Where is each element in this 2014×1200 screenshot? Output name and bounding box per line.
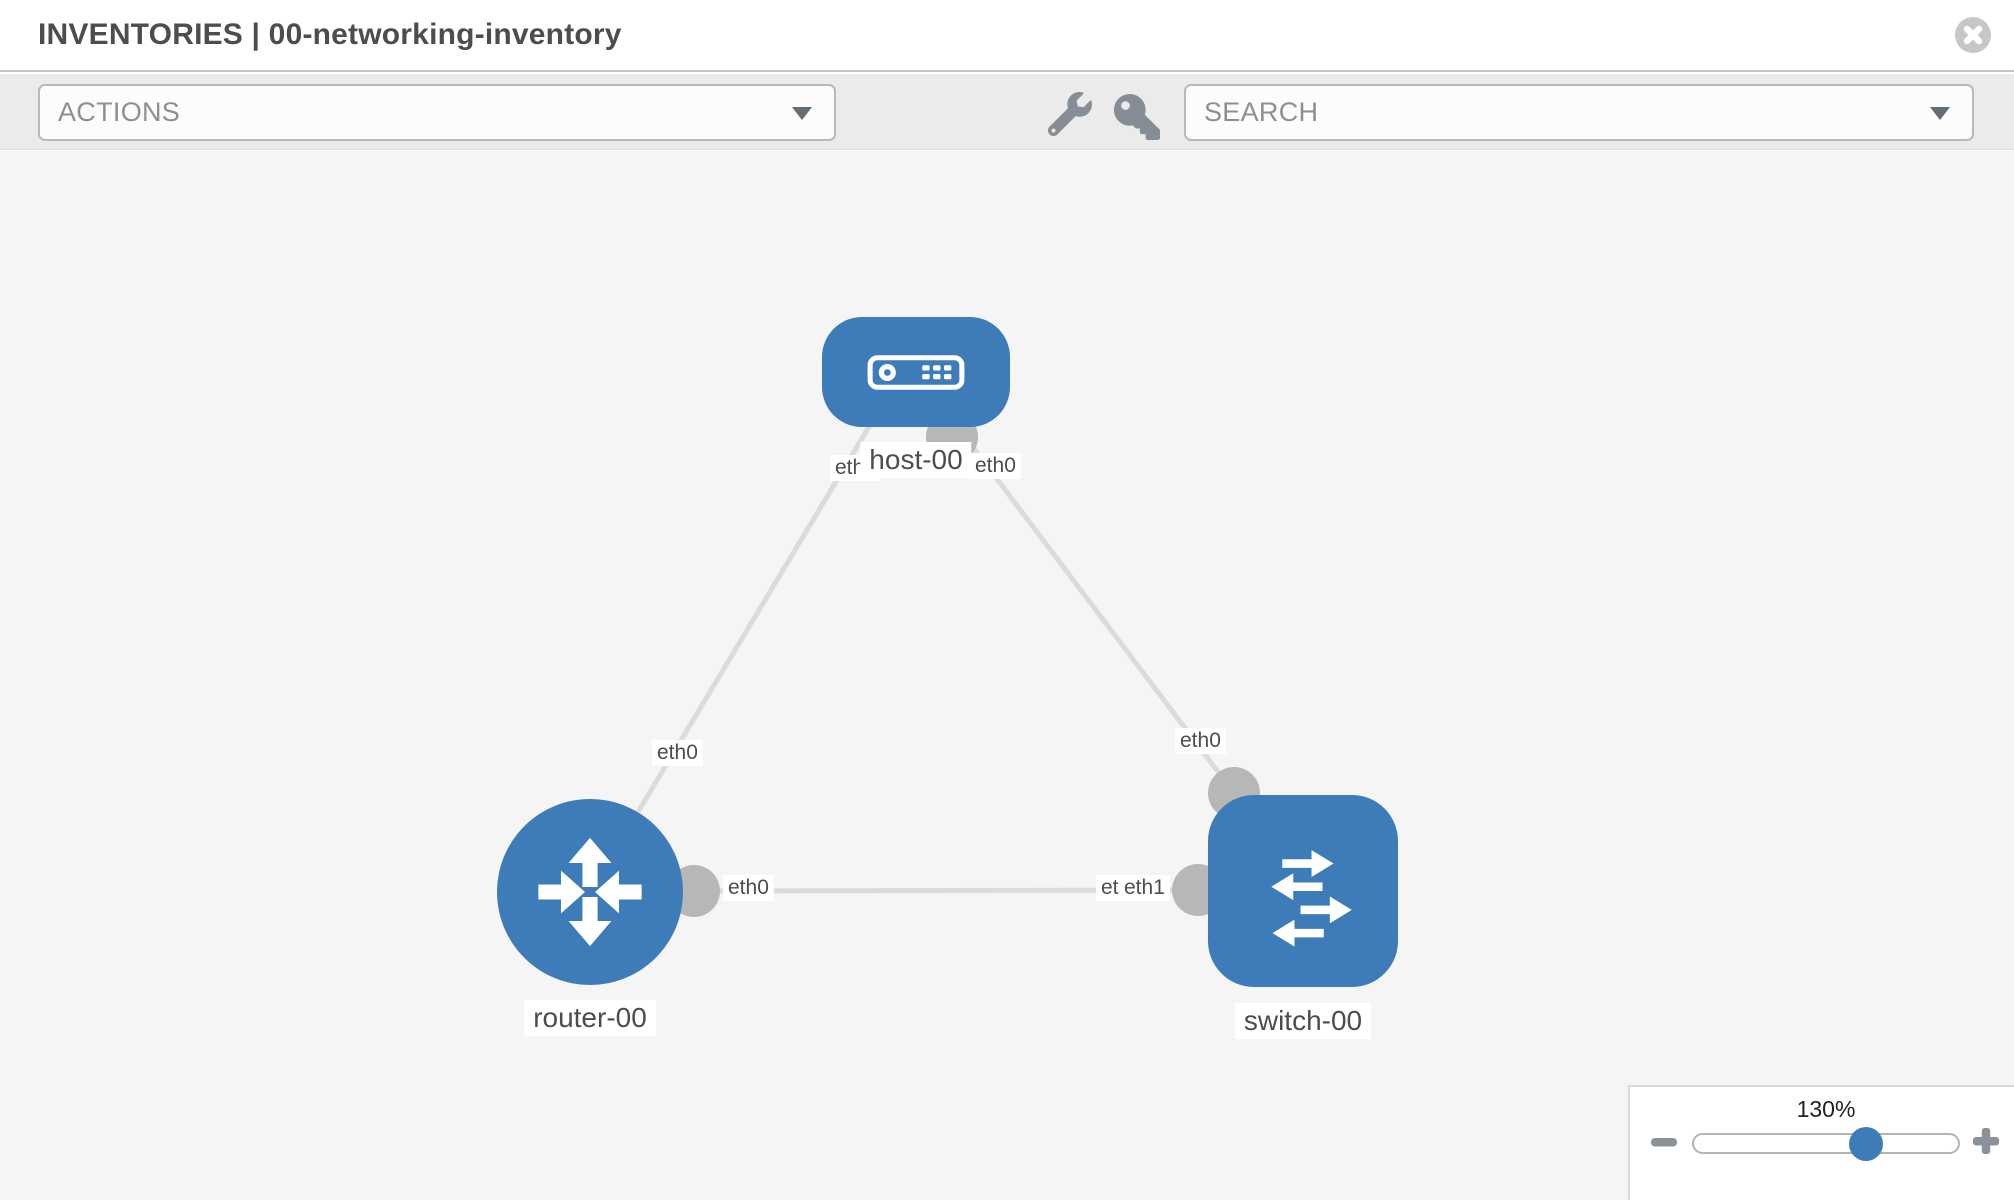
zoom-panel: 130% — [1628, 1085, 2014, 1200]
zoom-out-button[interactable] — [1650, 1132, 1678, 1152]
zoom-slider-thumb[interactable] — [1849, 1127, 1883, 1161]
node-label-router: router-00 — [524, 1000, 656, 1036]
wrench-icon — [1047, 92, 1092, 137]
interface-label: eth0 — [970, 453, 1021, 479]
interface-dots — [668, 411, 1260, 917]
circle-x-icon — [1955, 17, 1991, 53]
topology-links — [635, 423, 1236, 894]
node-label-switch: switch-00 — [1234, 1003, 1372, 1039]
toolbar: ACTIONS SEARCH — [0, 74, 2014, 150]
plus-icon — [1973, 1128, 1999, 1154]
key-icon — [1114, 94, 1160, 140]
zoom-level: 130% — [1796, 1096, 1856, 1122]
node-host-00[interactable] — [822, 317, 1010, 427]
node-label-host: host-00 — [860, 442, 972, 478]
router-icon — [538, 837, 642, 947]
node-router-00[interactable] — [497, 799, 683, 985]
interface-label: eth0 — [1175, 728, 1226, 754]
actions-dropdown[interactable]: ACTIONS — [38, 84, 836, 141]
interface-label: eth1 — [1119, 875, 1170, 901]
search-dropdown-label: SEARCH — [1204, 97, 1319, 127]
interface-label: eth0 — [652, 740, 703, 766]
actions-dropdown-label: ACTIONS — [58, 97, 181, 127]
chevron-down-icon — [792, 106, 812, 120]
search-dropdown[interactable]: SEARCH — [1184, 84, 1974, 141]
close-button[interactable] — [1955, 17, 1991, 53]
interface-label: eth0 — [723, 875, 774, 901]
links-layer — [635, 411, 1260, 917]
host-icon — [867, 354, 965, 390]
wrench-button[interactable] — [1047, 92, 1092, 137]
zoom-in-button[interactable] — [1972, 1127, 2000, 1155]
key-button[interactable] — [1114, 94, 1160, 140]
switch-icon — [1271, 850, 1352, 947]
topology-canvas[interactable]: host-00 router-00 switch-00 eth0 eth0 et… — [0, 151, 2014, 1200]
node-switch-00[interactable] — [1208, 795, 1398, 987]
minus-icon — [1651, 1138, 1677, 1147]
header-bar: INVENTORIES | 00-networking-inventory — [0, 0, 2014, 72]
zoom-slider-track[interactable] — [1692, 1127, 1960, 1161]
page-title: INVENTORIES | 00-networking-inventory — [38, 18, 622, 51]
chevron-down-icon — [1930, 106, 1950, 120]
